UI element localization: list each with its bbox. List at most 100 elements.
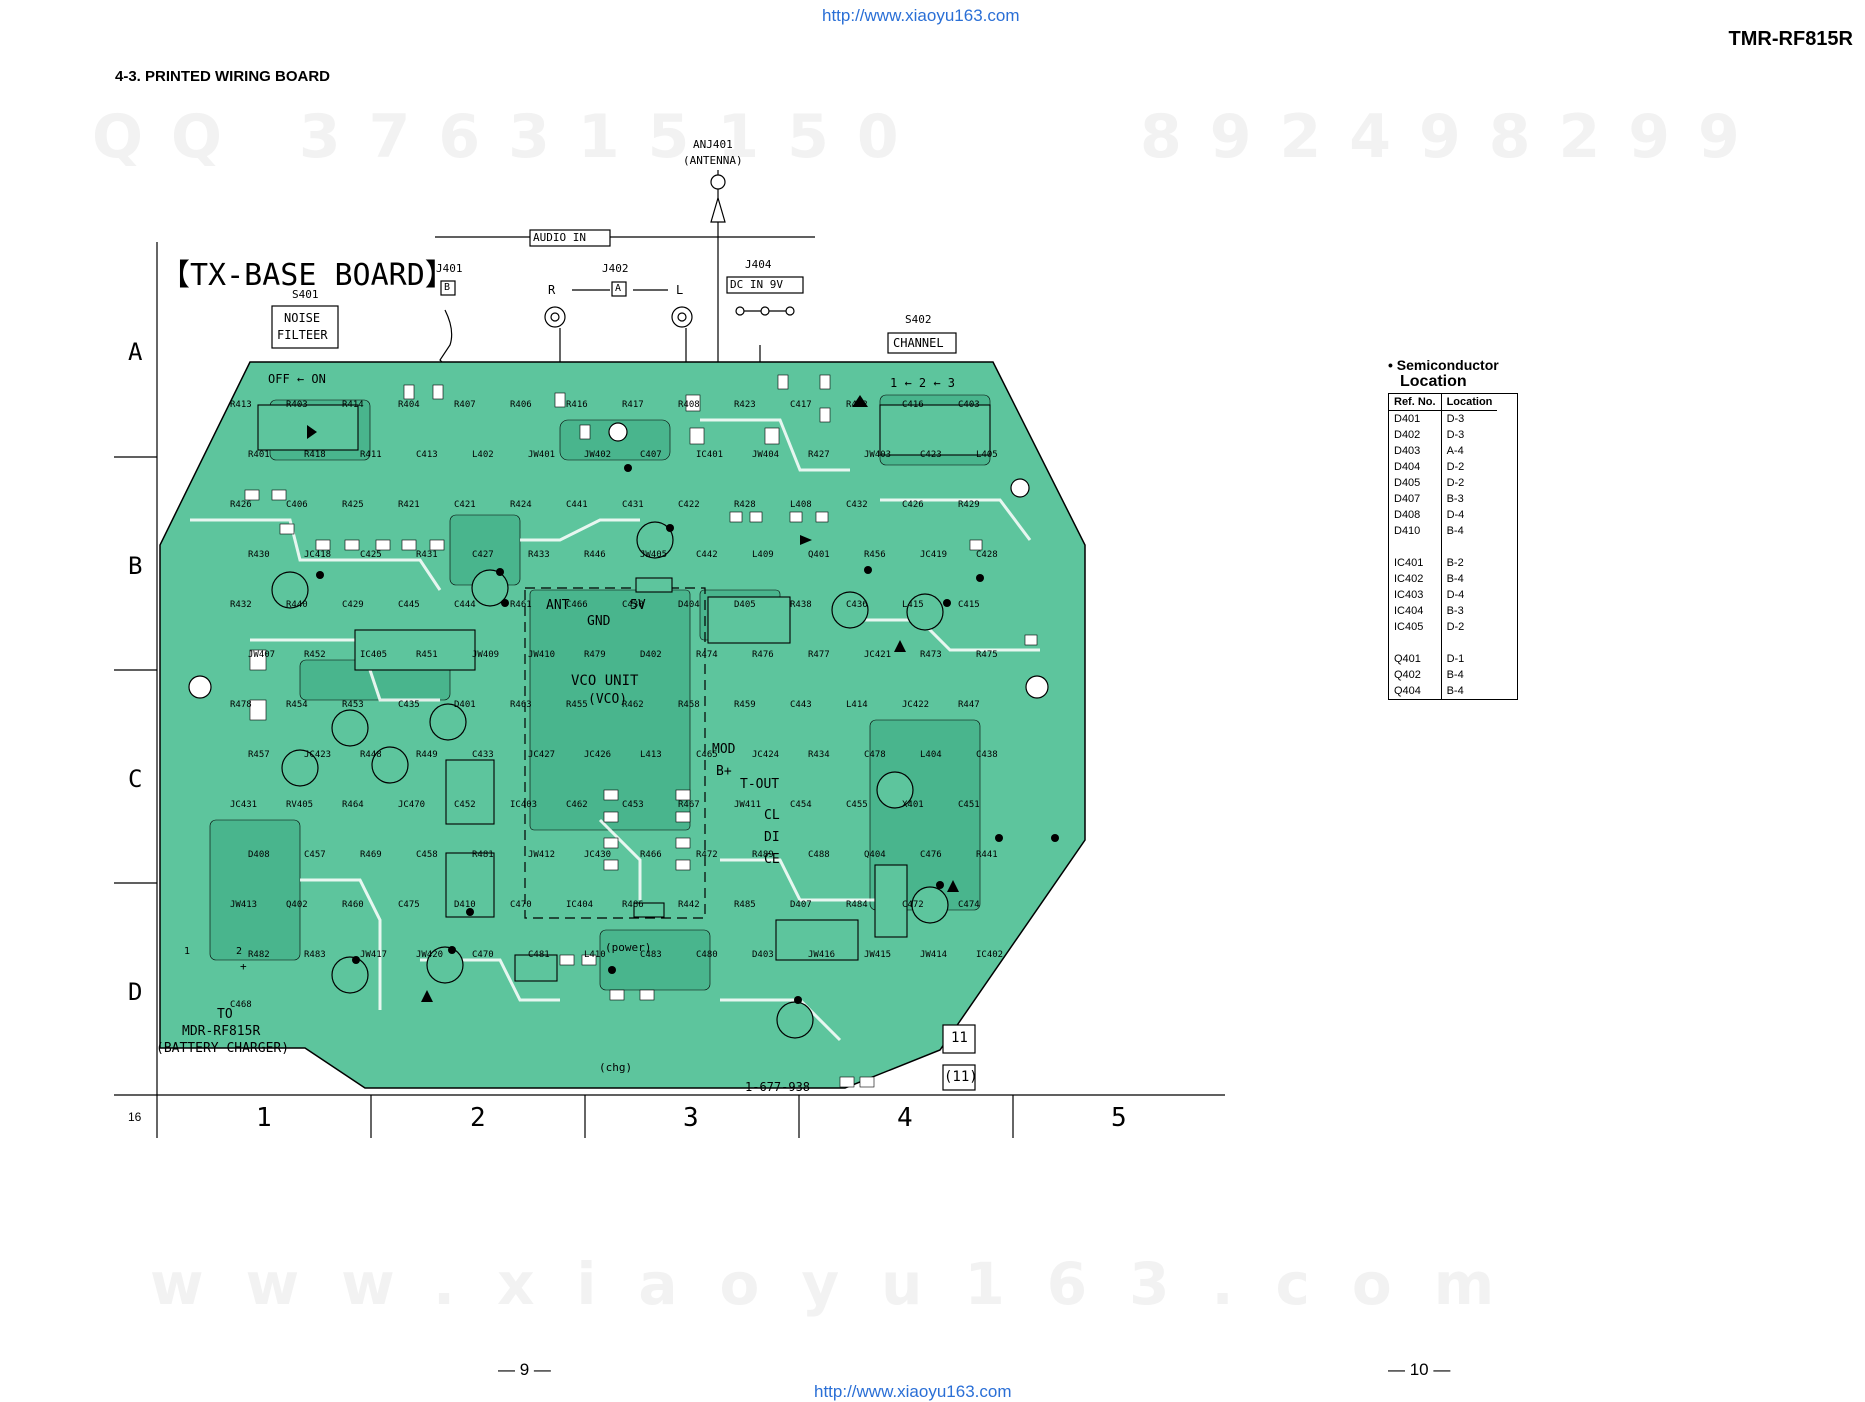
location-cell: B-4: [1446, 525, 1464, 537]
s401-label-1: NOISE: [284, 311, 321, 325]
col-label-1: 1: [256, 1103, 272, 1133]
to-target-2: (BATTERY CHARGER): [156, 1041, 290, 1056]
row-label-b: B: [128, 552, 143, 580]
table-row: D404 D-2: [1389, 459, 1497, 475]
watermark-number: 892498299: [1140, 102, 1768, 172]
s402-label: CHANNEL: [893, 336, 944, 350]
table-row: IC401 B-2: [1389, 555, 1497, 571]
location-cell: B-2: [1446, 557, 1464, 569]
ref-no-cell: IC403: [1389, 587, 1442, 603]
s401-ref: S401: [292, 288, 319, 301]
vco-mod: MOD: [712, 742, 736, 757]
watermark-qq: QQ 376315150: [92, 102, 927, 172]
board-title: 【TX-BASE BOARD】: [160, 258, 455, 293]
pin-1: 1: [184, 946, 191, 957]
ref-no-cell: D401: [1389, 410, 1442, 427]
bottom-url[interactable]: http://www.xiaoyu163.com: [814, 1382, 1012, 1401]
ref-no-cell: D403: [1389, 443, 1442, 459]
ref-no-cell: Q402: [1389, 667, 1442, 683]
col-ref-header: Ref. No.: [1389, 394, 1442, 411]
page-number-left: — 9 —: [498, 1360, 551, 1379]
table-row: D410 B-4: [1389, 523, 1497, 539]
vco-unit-sub: (VCO): [588, 692, 628, 707]
j404-ref: J404: [745, 258, 772, 271]
s402-positions: 1 ← 2 ← 3: [890, 376, 956, 390]
led-chg-label: (chg): [599, 1061, 633, 1074]
ref-no-cell: IC402: [1389, 571, 1442, 587]
j402-r: R: [548, 283, 556, 297]
vco-bplus: B+: [716, 764, 732, 779]
dc-in-label: DC IN 9V: [730, 278, 783, 291]
j401-code: B: [444, 282, 451, 293]
location-cell: D-3: [1446, 413, 1465, 425]
table-row: Q402 B-4: [1389, 667, 1497, 683]
location-cell: A-4: [1446, 445, 1464, 457]
ref-no-cell: D407: [1389, 491, 1442, 507]
row-label-d: D: [128, 978, 143, 1006]
table-group-gap: [1389, 539, 1497, 555]
watermark-site: www.xiaoyu163.com: [150, 1250, 1537, 1318]
audio-in-label: AUDIO IN: [533, 231, 586, 244]
location-cell: B-4: [1446, 669, 1464, 681]
row-label-a: A: [128, 338, 143, 366]
vco-5v: 5V: [630, 598, 646, 613]
board-code-b: (11): [944, 1069, 978, 1085]
ref-no-cell: IC404: [1389, 603, 1442, 619]
location-cell: B-4: [1446, 573, 1464, 585]
table-group-gap: [1389, 635, 1497, 651]
to-target-1: MDR-RF815R: [182, 1024, 261, 1039]
table-row: D405 D-2: [1389, 475, 1497, 491]
s402-ref: S402: [905, 313, 932, 326]
location-cell: B-4: [1446, 685, 1464, 697]
table-row: D408 D-4: [1389, 507, 1497, 523]
location-cell: D-3: [1446, 429, 1465, 441]
pin-plus: +: [240, 960, 247, 973]
table-row: D403 A-4: [1389, 443, 1497, 459]
location-cell: D-2: [1446, 477, 1465, 489]
col-location-header: Location: [1441, 394, 1498, 411]
led-power-label: (power): [605, 941, 652, 954]
table-row: D401 D-3: [1389, 410, 1497, 427]
vco-ant: ANT: [546, 598, 570, 613]
grid-corner-label: 16: [128, 1110, 142, 1124]
model-name: TMR-RF815R: [1728, 28, 1853, 50]
vco-ce: CE: [764, 852, 780, 867]
location-cell: B-3: [1446, 605, 1464, 617]
antenna-ref: ANJ401: [693, 138, 733, 151]
vco-cl: CL: [764, 808, 780, 823]
antenna-label: (ANTENNA): [683, 154, 743, 167]
vco-gnd: GND: [587, 614, 611, 629]
vco-unit-label: VCO UNIT: [571, 673, 639, 689]
location-cell: D-1: [1446, 653, 1465, 665]
ref-no-cell: D402: [1389, 427, 1442, 443]
to-label: TO: [217, 1007, 233, 1022]
location-cell: D-2: [1446, 621, 1465, 633]
col-label-2: 2: [470, 1103, 486, 1133]
table-row: Q401 D-1: [1389, 651, 1497, 667]
table-row: IC404 B-3: [1389, 603, 1497, 619]
ref-no-cell: IC401: [1389, 555, 1442, 571]
ref-no-cell: D405: [1389, 475, 1442, 491]
ref-no-cell: Q401: [1389, 651, 1442, 667]
top-url[interactable]: http://www.xiaoyu163.com: [822, 6, 1020, 25]
wiring-board-diagram: [114, 170, 1225, 1138]
pin-2: 2: [236, 946, 243, 957]
board-code-a: 11: [951, 1030, 968, 1046]
location-cell: D-2: [1446, 461, 1465, 473]
table-row: IC402 B-4: [1389, 571, 1497, 587]
ref-no-cell: D404: [1389, 459, 1442, 475]
semiconductor-panel: • Semiconductor Location Ref. No. Locati…: [1388, 357, 1518, 700]
j402-code: A: [615, 283, 622, 294]
ref-no-cell: D410: [1389, 523, 1442, 539]
location-cell: D-4: [1446, 589, 1465, 601]
col-label-3: 3: [683, 1103, 699, 1133]
s401-positions: OFF ← ON: [268, 372, 326, 386]
location-cell: D-4: [1446, 509, 1465, 521]
ref-no-cell: D408: [1389, 507, 1442, 523]
board-part-number: 1-677-938: [745, 1080, 811, 1094]
row-label-c: C: [128, 765, 143, 793]
